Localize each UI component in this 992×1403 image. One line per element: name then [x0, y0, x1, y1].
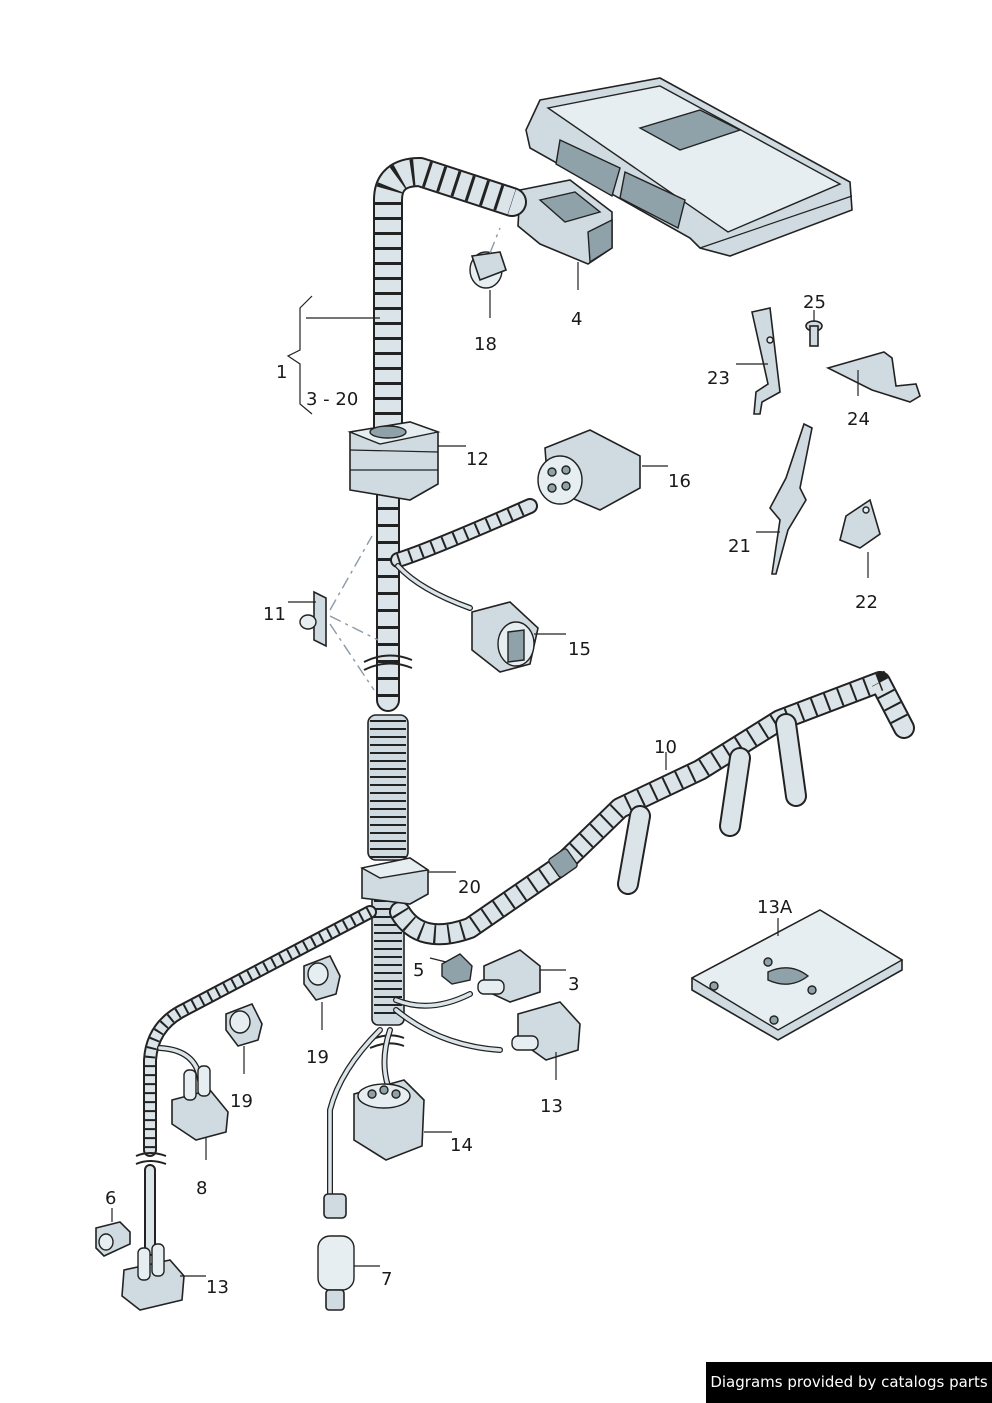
callout-14: 14: [450, 1135, 473, 1156]
callout-6: 6: [105, 1188, 116, 1209]
callout-labels: 1 3 - 20 4 18 12 16 15 11 10 20 5 3 13 1…: [105, 292, 878, 1298]
callout-10: 10: [654, 737, 677, 758]
callout-21: 21: [728, 536, 751, 557]
callout-5: 5: [413, 960, 424, 981]
clip-11-guide-a: [329, 535, 373, 611]
callout-19-center: 19: [306, 1047, 329, 1068]
callout-18: 18: [474, 334, 497, 355]
connector-3: [477, 949, 541, 1003]
connector-16: [537, 429, 641, 511]
callout-3: 3: [568, 974, 579, 995]
sensor-7: [317, 1193, 355, 1311]
branch-15: [395, 563, 473, 611]
callout-13-lower: 13: [206, 1277, 229, 1298]
clip-11: [299, 590, 327, 648]
cap-6: [95, 1221, 131, 1257]
branch-3-13: [393, 991, 503, 1053]
branch-16: [390, 498, 538, 568]
callout-20: 20: [458, 877, 481, 898]
connector-13-lower-left: [121, 1243, 185, 1311]
connector-15: [471, 601, 539, 673]
callout-15: 15: [568, 639, 591, 660]
callout-22: 22: [855, 592, 878, 613]
connector-14: [353, 1079, 425, 1161]
clip-18-guide: [489, 227, 501, 254]
bracket-23: [751, 307, 781, 415]
callout-4: 4: [571, 309, 582, 330]
connector-4: [517, 179, 613, 265]
callout-19-left: 19: [230, 1091, 253, 1112]
plate-13a: [690, 909, 904, 1041]
bracket-21: [769, 422, 813, 575]
connector-8: [171, 1065, 229, 1141]
callout-8: 8: [196, 1178, 207, 1199]
callout-12: 12: [466, 449, 489, 470]
bracket-22: [839, 498, 881, 549]
callout-13-center: 13: [540, 1096, 563, 1117]
callout-23: 23: [707, 368, 730, 389]
wedge-5: [441, 953, 473, 985]
sensor-19-center: [303, 954, 341, 1001]
clip-11-guide-b: [329, 615, 379, 641]
callout-13a: 13A: [757, 897, 793, 918]
control-unit: [525, 77, 853, 257]
sensor-19-left: [225, 1002, 263, 1047]
callout-11: 11: [263, 604, 286, 625]
callout-7: 7: [381, 1269, 392, 1290]
callout-1: 1: [276, 362, 287, 383]
clip-18: [469, 251, 508, 289]
clamp-20: [360, 857, 430, 905]
harness-10: [389, 670, 915, 946]
grommet-12: [347, 421, 441, 501]
bolt-25: [805, 320, 823, 347]
leader-lines: [111, 262, 869, 1277]
clip-11-guide-c: [329, 623, 375, 691]
harness-left-branch: [135, 905, 377, 1256]
credit-banner: Diagrams provided by catalogs parts: [706, 1362, 992, 1403]
callout-16: 16: [668, 471, 691, 492]
callout-24: 24: [847, 409, 870, 430]
connector-13-center: [511, 1001, 581, 1061]
branch-14-7: [327, 1027, 393, 1203]
main-harness-trunk: [367, 157, 527, 1026]
callout-25: 25: [803, 292, 826, 313]
callout-1-range: 3 - 20: [306, 389, 358, 410]
bracket-24: [825, 351, 921, 403]
